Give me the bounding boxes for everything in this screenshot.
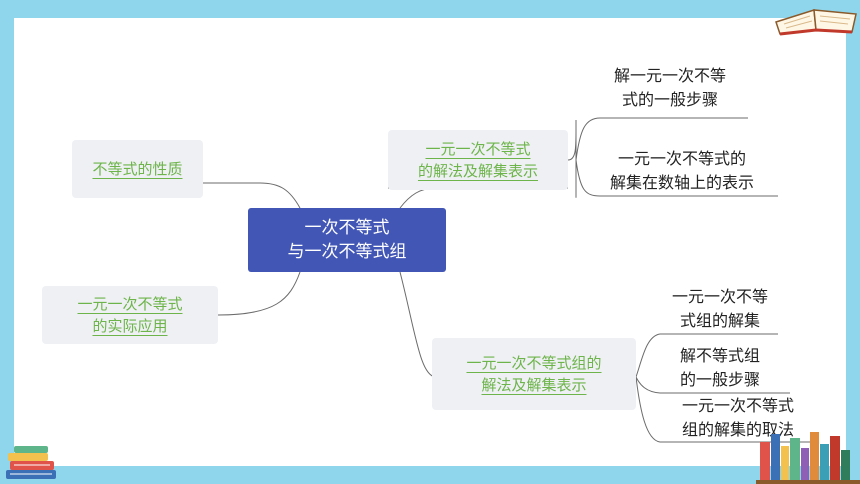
leaf-line-1: 解不等式组: [679, 346, 760, 365]
open-book-icon: [775, 9, 857, 36]
central-topic[interactable]: 一次不等式 与一次不等式组: [248, 208, 446, 272]
topic-inequality-properties[interactable]: 不等式的性质: [72, 140, 203, 198]
leaf-general-steps[interactable]: 解一元一次不等 式的一般步骤: [590, 64, 750, 112]
topic-solving-inequality[interactable]: 一元一次不等式 的解法及解集表示: [388, 130, 568, 190]
topic-solving-inequality-system[interactable]: 一元一次不等式组的 解法及解集表示: [432, 338, 636, 410]
leaf-line-2: 式组的解集: [679, 311, 760, 330]
leaf-line-2: 的一般步骤: [679, 370, 760, 389]
right-frame-bar: [846, 0, 860, 484]
topic-label-line-2: 的解法及解集表示: [417, 162, 538, 180]
connector-center-to-system: [399, 271, 437, 378]
central-topic-line-2: 与一次不等式组: [287, 242, 407, 262]
leaf-system-general-steps[interactable]: 解不等式组 的一般步骤: [660, 344, 780, 392]
leaf-line-2: 组的解集的取法: [681, 420, 794, 439]
connector-center-to-application: [217, 271, 301, 316]
leaf-system-solution-set[interactable]: 一元一次不等 式组的解集: [650, 285, 790, 333]
leaf-line-2: 解集在数轴上的表示: [609, 173, 754, 192]
stacked-books-icon: [6, 446, 56, 479]
leaf-line-1: 一元一次不等: [671, 287, 768, 306]
connector-center-to-properties: [200, 182, 301, 209]
topic-label: 不等式的性质: [92, 160, 183, 178]
leaf-line-1: 一元一次不等式的: [617, 149, 746, 168]
leaf-number-line-representation[interactable]: 一元一次不等式的 解集在数轴上的表示: [584, 147, 780, 195]
bottom-frame-bar: [0, 466, 860, 484]
topic-label-line-1: 一元一次不等式组的: [466, 354, 602, 372]
topic-label-line-2: 的实际应用: [92, 317, 168, 335]
connector-center-to-solving: [390, 187, 437, 209]
leaf-line-1: 解一元一次不等: [613, 66, 726, 85]
connector-system-bracket: [635, 333, 818, 443]
topic-practical-application[interactable]: 一元一次不等式 的实际应用: [42, 286, 218, 344]
connector-solving-bracket: [567, 117, 778, 198]
top-frame-bar: [0, 0, 860, 18]
leaf-line-1: 一元一次不等式: [681, 396, 794, 415]
topic-label-line-1: 一元一次不等式: [425, 140, 531, 158]
bookshelf-icon: [756, 432, 860, 484]
topic-label-line-2: 解法及解集表示: [481, 376, 587, 394]
central-topic-line-1: 一次不等式: [304, 218, 390, 238]
leaf-line-2: 式的一般步骤: [621, 90, 718, 109]
leaf-system-solution-rules[interactable]: 一元一次不等式 组的解集的取法: [656, 394, 820, 442]
topic-label-line-1: 一元一次不等式: [77, 295, 183, 313]
left-frame-bar: [0, 0, 14, 484]
